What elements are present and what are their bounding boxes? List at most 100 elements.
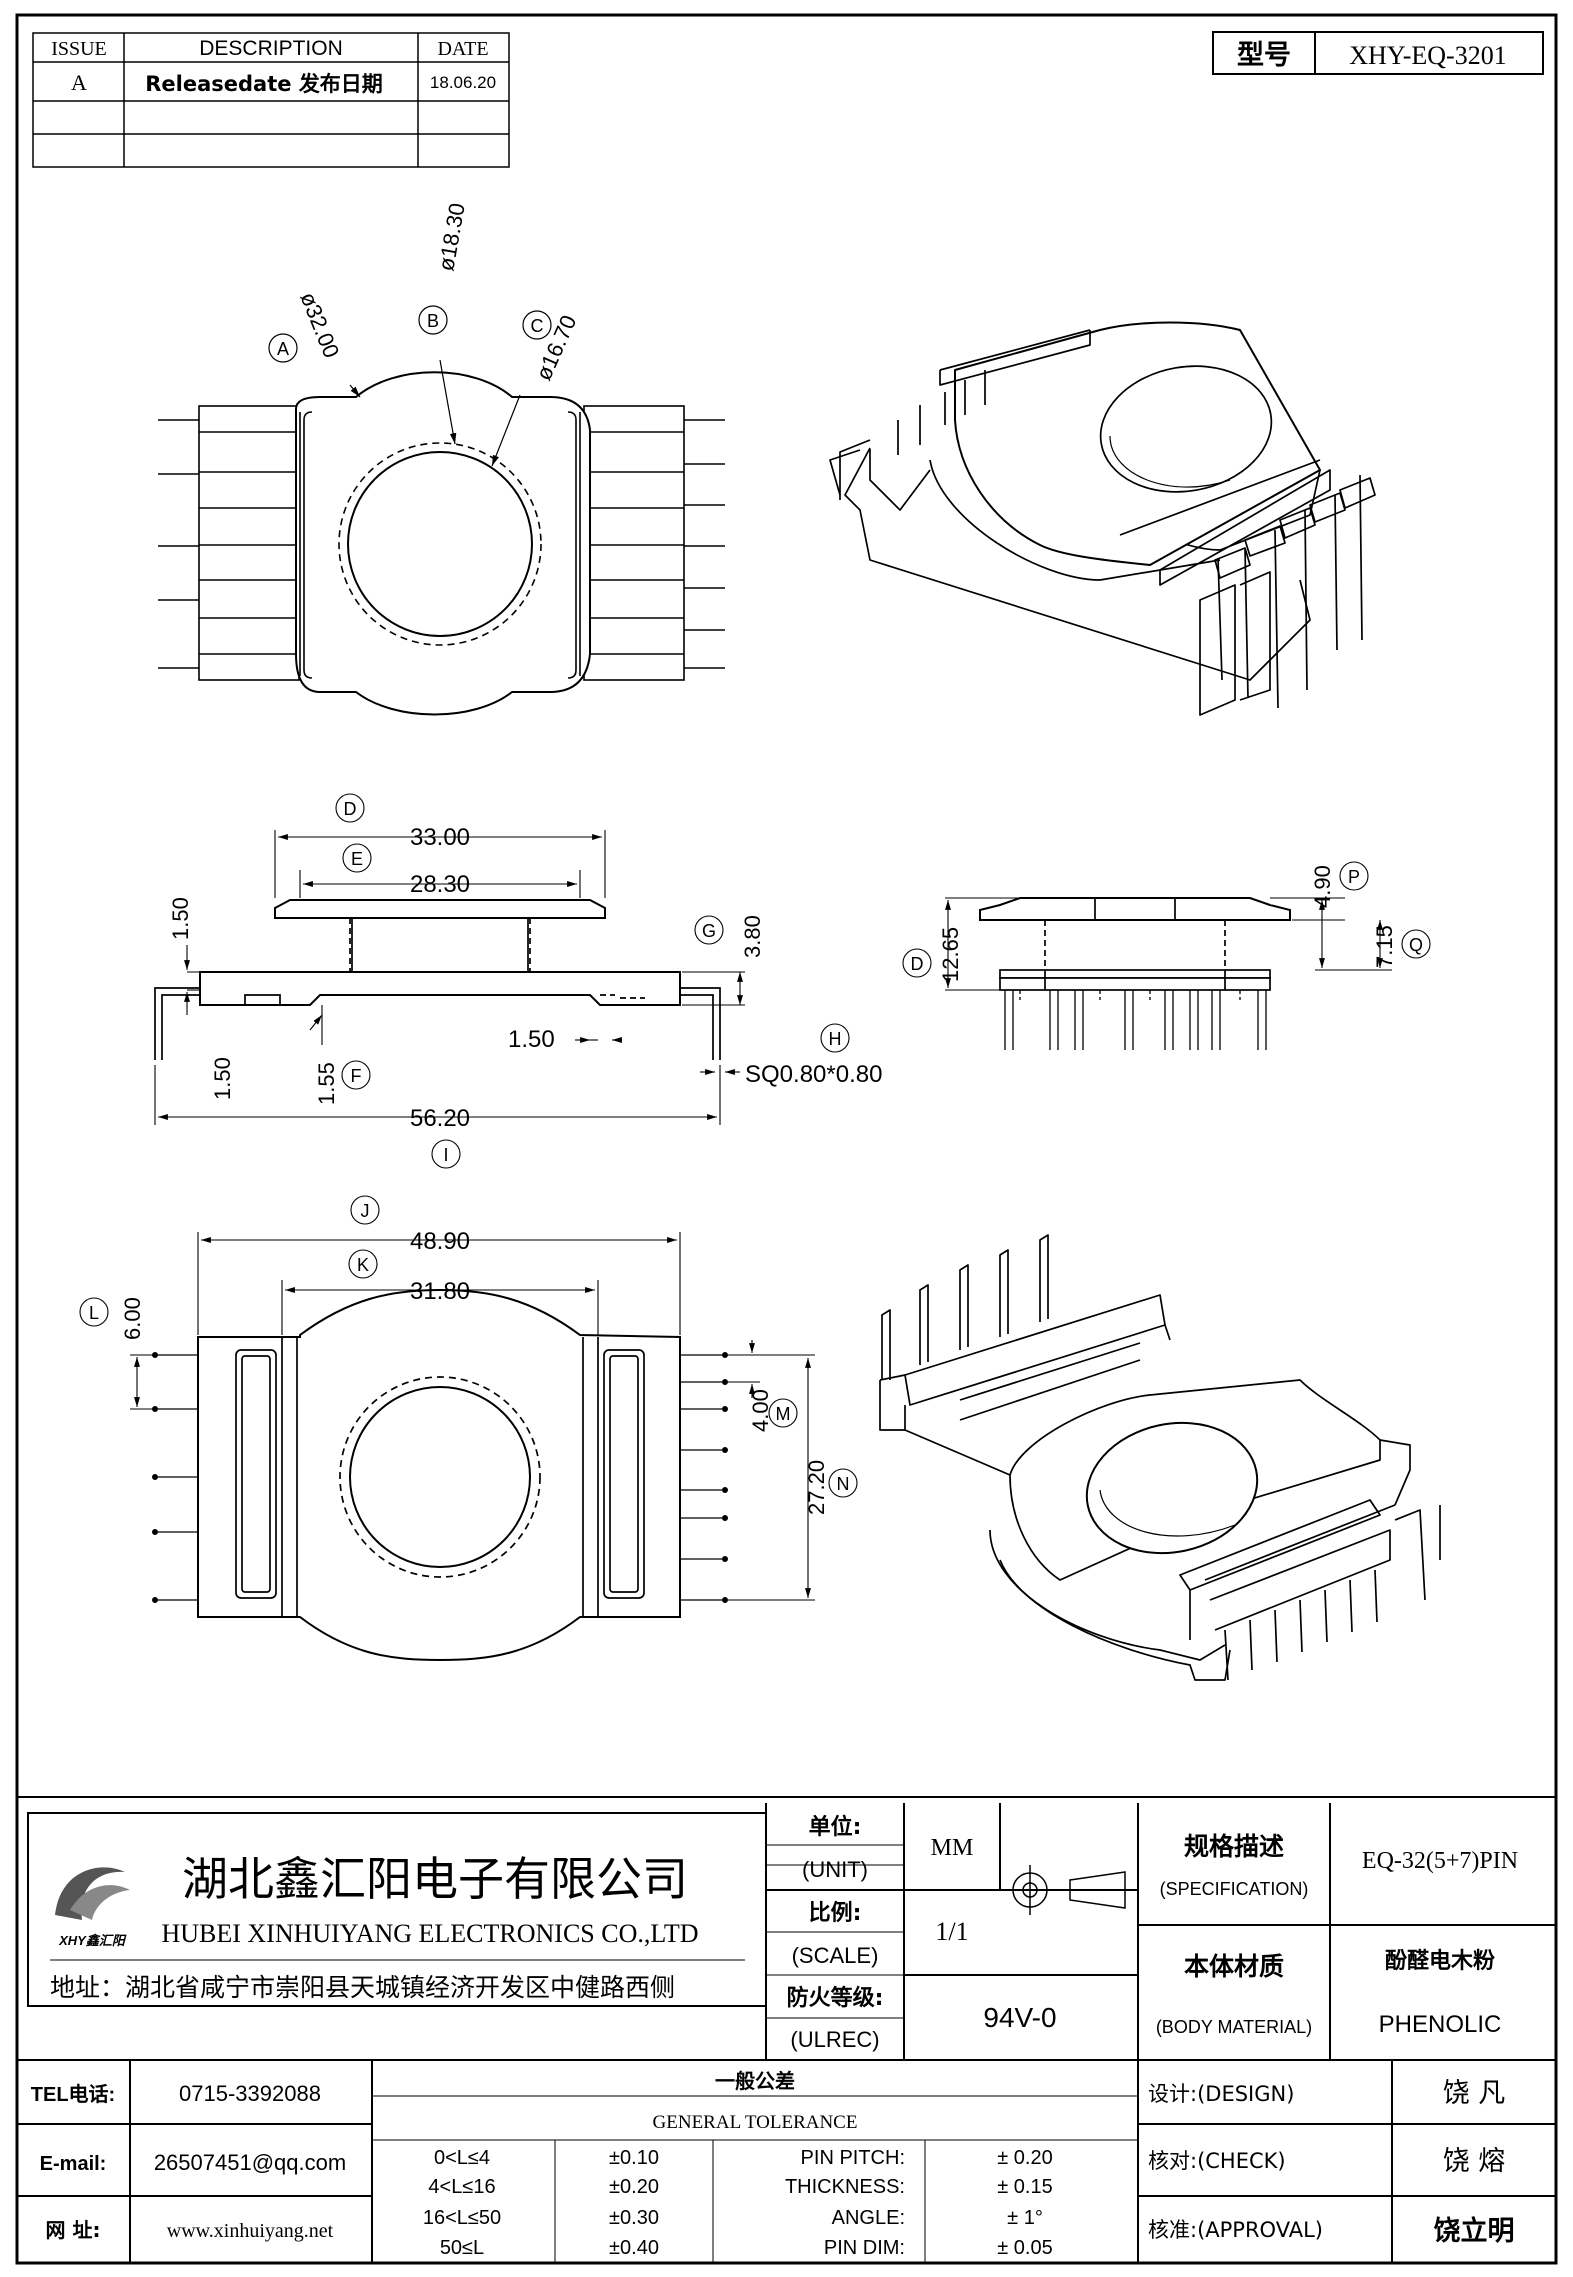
rev-header-description: DESCRIPTION: [199, 37, 343, 60]
dim-flange-3: 1.50: [508, 1026, 555, 1053]
design-label: 设计:(DESIGN): [1148, 2082, 1294, 2106]
company-name-cn: 湖北鑫汇阳电子有限公司: [182, 1854, 688, 1905]
company-name-en: HUBEI XINHUIYANG ELECTRONICS CO.,LTD: [161, 1919, 698, 1948]
unit-label-cn: 单位:: [809, 1814, 862, 1840]
bottom-view-dims: [79, 1195, 858, 1601]
callout-C: C: [531, 316, 544, 336]
callout-G: G: [702, 921, 716, 941]
spec-value: EQ-32(5+7)PIN: [1362, 1848, 1518, 1874]
callout-N: N: [837, 1474, 850, 1494]
callout-H: H: [829, 1029, 842, 1049]
scale-label-en: (SCALE): [792, 1943, 879, 1968]
fire-label-en: (ULREC): [790, 2027, 879, 2052]
callout-K: K: [357, 1255, 369, 1275]
isometric-view-2: [879, 1234, 1441, 1681]
model-label: 型号: [1237, 40, 1291, 71]
revision-block: [32, 32, 510, 168]
rev-row-issue: A: [71, 70, 87, 95]
tol-value-1: ±0.10: [609, 2147, 659, 2169]
tol-range-3: 16<L≤50: [423, 2207, 501, 2229]
material-label-en: (BODY MATERIAL): [1156, 2017, 1312, 2037]
dim-J: 48.90: [410, 1228, 470, 1255]
callout-D: D: [344, 799, 357, 819]
fire-label-cn: 防火等级:: [787, 1985, 884, 2011]
projection-symbol: [1005, 1865, 1126, 1915]
tol-item-value-4: ± 0.05: [997, 2237, 1052, 2259]
bottom-view: [152, 1288, 728, 1662]
dim-I: 56.20: [410, 1105, 470, 1132]
scale-value: 1/1: [935, 1917, 968, 1946]
callout-M: M: [776, 1404, 791, 1424]
approval-name: 饶立明: [1434, 2215, 1515, 2247]
email-label: E-mail:: [40, 2153, 107, 2175]
tol-range-4: 50≤L: [440, 2237, 484, 2259]
callout-B: B: [427, 311, 439, 331]
tol-value-4: ±0.40: [609, 2237, 659, 2259]
top-view: [158, 371, 725, 716]
dim-K: 31.80: [410, 1278, 470, 1305]
side-view: [154, 899, 721, 1060]
dim-N: 27.20: [804, 1460, 829, 1515]
callout-P: P: [1348, 867, 1360, 887]
callout-J: J: [361, 1201, 370, 1221]
spec-label-cn: 规格描述: [1184, 1832, 1284, 1861]
callout-A: A: [277, 339, 289, 359]
approval-label: 核准:(APPROVAL): [1148, 2218, 1323, 2242]
callout-I: I: [443, 1145, 448, 1165]
tel-label: TEL电话:: [31, 2083, 115, 2106]
dim-A: ø32.00: [295, 289, 344, 362]
tol-item-4: PIN DIM:: [824, 2237, 905, 2259]
end-view-dims: [902, 861, 1431, 991]
dim-L: 6.00: [120, 1297, 145, 1340]
email-value: 26507451@qq.com: [154, 2150, 346, 2175]
end-view: [979, 897, 1291, 1050]
rev-header-issue: ISSUE: [51, 38, 107, 60]
dim-D: 33.00: [410, 824, 470, 851]
logo-text: XHY鑫汇阳: [58, 1933, 127, 1948]
callout-E: E: [351, 849, 363, 869]
check-name: 饶 熔: [1443, 2146, 1506, 2177]
company-logo: XHY鑫汇阳: [55, 1867, 130, 1948]
material-value-cn: 酚醛电木粉: [1385, 1949, 1495, 1974]
dim-P: 4.90: [1310, 865, 1335, 908]
callout-Q: Q: [1409, 935, 1423, 955]
dim-Q: 7.15: [1372, 925, 1397, 968]
web-label: 网 址:: [46, 2218, 101, 2242]
fire-value: 94V-0: [983, 2002, 1056, 2033]
dim-E: 28.30: [410, 871, 470, 898]
callout-D2: D: [911, 954, 924, 974]
tol-item-1: PIN PITCH:: [801, 2147, 905, 2169]
rev-row-description: Releasedate 发布日期: [145, 72, 383, 96]
dim-H: SQ0.80*0.80: [745, 1061, 882, 1088]
scale-label-cn: 比例:: [809, 1901, 862, 1926]
side-view-dims: [154, 793, 850, 1169]
dim-B: ø18.30: [433, 201, 470, 273]
dim-G: 3.80: [740, 915, 765, 958]
dim-flange-2: 1.50: [210, 1057, 235, 1100]
tol-item-value-1: ± 0.20: [997, 2147, 1052, 2169]
tol-item-2: THICKNESS:: [785, 2176, 905, 2198]
unit-value: MM: [931, 1835, 974, 1861]
check-label: 核对:(CHECK): [1148, 2149, 1286, 2173]
model-box: [1212, 31, 1544, 75]
tol-value-3: ±0.30: [609, 2207, 659, 2229]
tol-item-3: ANGLE:: [832, 2207, 905, 2229]
sheet-border: [15, 13, 1558, 2265]
tol-item-value-3: ± 1°: [1007, 2207, 1043, 2229]
unit-label-en: (UNIT): [802, 1857, 868, 1882]
material-value-en: PHENOLIC: [1379, 2011, 1502, 2038]
material-label-cn: 本体材质: [1184, 1952, 1284, 1981]
tol-range-2: 4<L≤16: [428, 2176, 495, 2198]
isometric-view-1: [829, 321, 1376, 716]
tol-item-value-2: ± 0.15: [997, 2176, 1052, 2198]
spec-label-en: (SPECIFICATION): [1160, 1879, 1309, 1899]
rev-row-date: 18.06.20: [430, 73, 496, 92]
callout-L: L: [89, 1303, 99, 1323]
company-address: 地址：湖北省咸宁市崇阳县天城镇经济开发区中健路西侧: [50, 1973, 675, 2002]
bottom-strip-grid: [17, 2059, 1556, 2263]
rev-header-date: DATE: [437, 38, 488, 60]
dim-M: 4.00: [748, 1389, 773, 1432]
top-view-dims: [268, 305, 552, 467]
